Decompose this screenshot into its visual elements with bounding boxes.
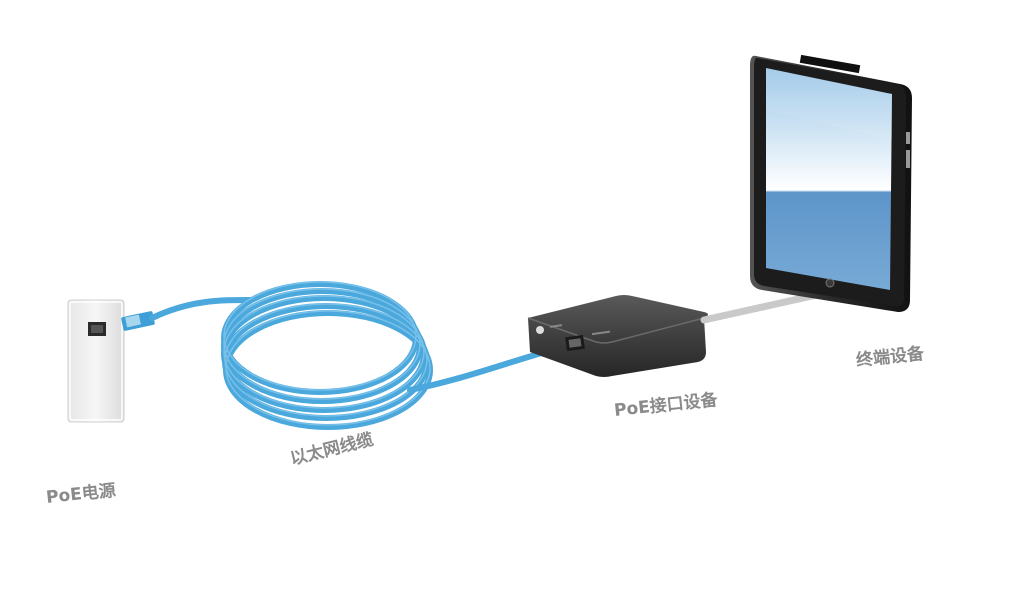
terminal-device-tablet: [750, 54, 912, 312]
poe-source-wall-plate: [67, 299, 125, 423]
poe-interface-device: [527, 295, 708, 377]
ethernet-cable: [121, 281, 572, 430]
